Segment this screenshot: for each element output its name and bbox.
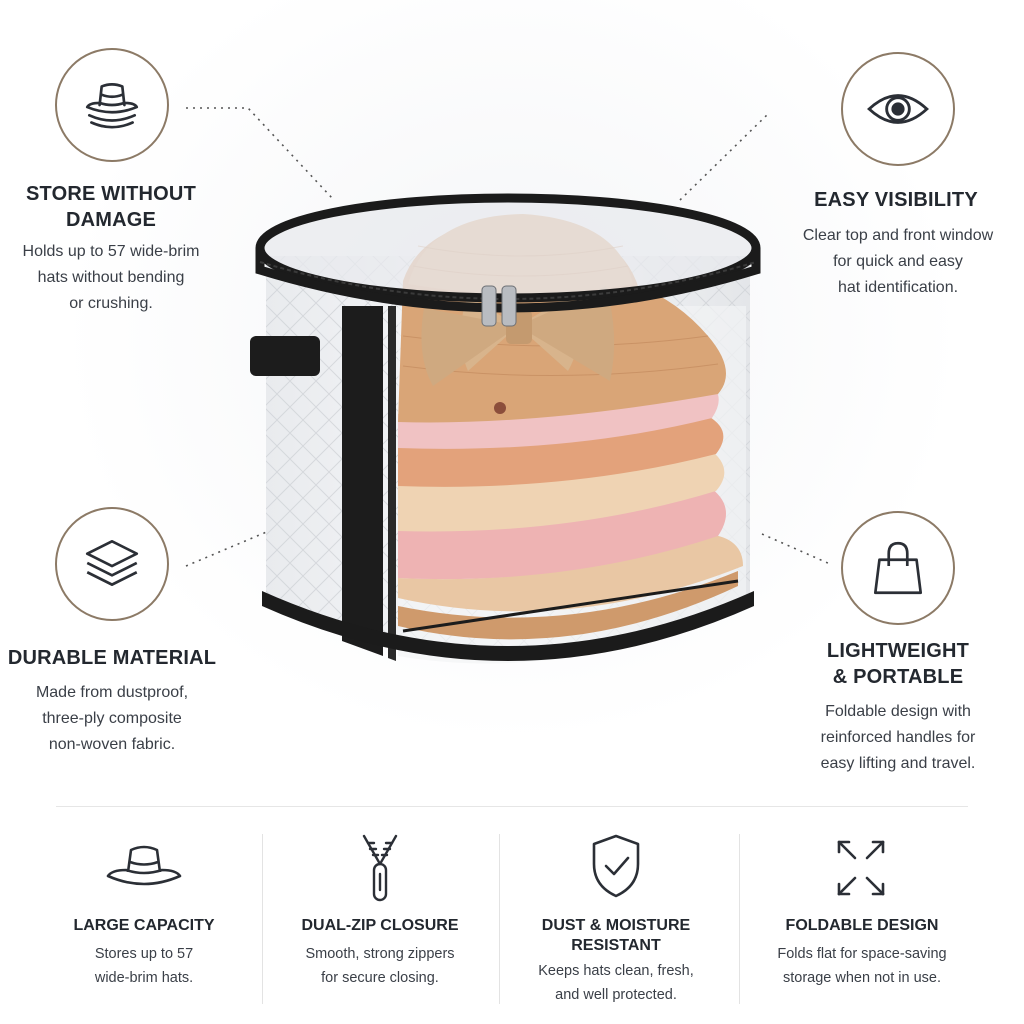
bottom-1-desc-line1: Stores up to 57: [94, 946, 194, 962]
section-divider: [56, 806, 968, 807]
bottom-4-desc-line1: Folds flat for space-saving: [777, 946, 947, 962]
column-separator: [739, 834, 740, 1004]
column-separator: [262, 834, 263, 1004]
hat-box-image: [250, 193, 761, 664]
bottom-3-title-line2: RESISTANT: [571, 937, 661, 954]
durable-desc-line3: non-woven fabric.: [48, 736, 176, 753]
portable-feature-circle: [841, 511, 955, 625]
durable-feature-circle: [55, 507, 169, 621]
visibility-desc-line1: Clear top and front window: [802, 227, 994, 244]
bottom-1-title: LARGE CAPACITY: [73, 917, 215, 934]
bottom-3-desc-line1: Keeps hats clean, fresh,: [538, 963, 694, 979]
bottom-2-desc-line1: Smooth, strong zippers: [305, 946, 455, 962]
portable-desc-line2: reinforced handles for: [820, 729, 976, 746]
durable-desc-line2: three-ply composite: [42, 710, 182, 727]
store-desc-line3: or crushing.: [69, 295, 153, 312]
expand-arrows-icon: [837, 840, 885, 896]
hat-stack-icon: [85, 83, 139, 129]
bottom-1-desc-line2: wide-brim hats.: [94, 970, 194, 986]
store-title-line1: STORE WITHOUT: [25, 183, 196, 205]
visibility-feature-circle: [841, 52, 955, 166]
visibility-desc-line3: hat identification.: [837, 279, 959, 296]
portable-title-line2: & PORTABLE: [832, 666, 964, 688]
store-desc-line2: hats without bending: [37, 269, 185, 286]
hat-icon: [106, 845, 182, 886]
bottom-4-desc-line2: storage when not in use.: [783, 970, 941, 986]
bag-icon: [873, 541, 923, 595]
layers-icon: [85, 539, 139, 586]
portable-desc-line1: Foldable design with: [825, 703, 971, 720]
portable-desc-line3: easy lifting and travel.: [820, 755, 976, 772]
visibility-desc-line2: for quick and easy: [833, 253, 963, 270]
portable-title-line1: LIGHTWEIGHT: [826, 640, 970, 662]
bottom-2-desc-line2: for secure closing.: [321, 970, 439, 986]
bottom-3-desc-line2: and well protected.: [555, 987, 677, 1003]
visibility-title: EASY VISIBILITY: [814, 189, 978, 211]
zipper-icon: [362, 834, 398, 902]
bottom-3-title-line1: DUST & MOISTURE: [541, 917, 691, 934]
bottom-4-title: FOLDABLE DESIGN: [785, 917, 939, 934]
durable-title: DURABLE MATERIAL: [7, 647, 217, 669]
shield-check-icon: [592, 834, 640, 898]
store-title-line2: DAMAGE: [65, 209, 157, 231]
store-feature-circle: [55, 48, 169, 162]
bottom-2-title: DUAL-ZIP CLOSURE: [301, 917, 459, 934]
store-desc-line1: Holds up to 57 wide-brim: [22, 243, 200, 260]
column-separator: [499, 834, 500, 1004]
eye-icon: [867, 94, 929, 124]
durable-desc-line1: Made from dustproof,: [35, 684, 189, 701]
